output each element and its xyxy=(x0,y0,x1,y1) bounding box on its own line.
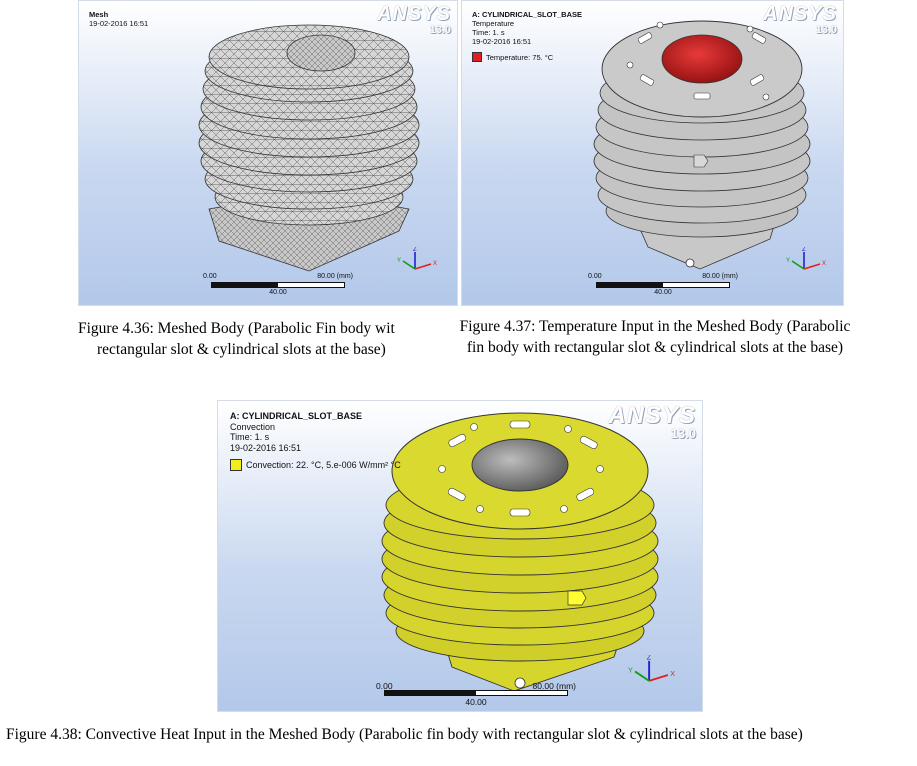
svg-text:Z: Z xyxy=(413,247,417,253)
scale-bar: 0.00 80.00 (mm) 40.00 xyxy=(588,273,738,296)
temperature-viewport: A: CYLINDRICAL_SLOT_BASE Temperature Tim… xyxy=(461,0,844,306)
viewport-title: A: CYLINDRICAL_SLOT_BASE xyxy=(230,411,363,421)
svg-text:X: X xyxy=(670,671,675,678)
ansys-logo: ANSYS 13.0 xyxy=(763,3,837,36)
scale-bar: 0.00 80.00 (mm) 40.00 xyxy=(376,681,576,707)
viewport-time: Time: 1. s xyxy=(472,28,505,37)
fin-stack xyxy=(593,20,811,238)
scale-bar: 0.00 80.00 (mm) 40.00 xyxy=(203,273,353,296)
viewport-date: 19-02-2016 16:51 xyxy=(89,19,149,28)
legend-item: Convection: 22. °C, 5.e-006 W/mm² °C xyxy=(230,459,401,471)
fin-stack xyxy=(198,24,420,226)
svg-text:Y: Y xyxy=(628,668,633,675)
ansys-logo: ANSYS 13.0 xyxy=(377,3,451,36)
viewport-header: Mesh 19-02-2016 16:51 xyxy=(89,10,148,28)
fin-body-temperature xyxy=(593,20,811,270)
viewport-type: Temperature xyxy=(472,19,515,28)
legend-label: Convection: 22. °C, 5.e-006 W/mm² °C xyxy=(246,459,401,470)
viewport-date: 19-02-2016 16:51 xyxy=(472,37,532,46)
svg-text:Y: Y xyxy=(397,258,401,264)
viewport-time: Time: 1. s xyxy=(230,432,270,442)
convection-viewport: A: CYLINDRICAL_SLOT_BASE Convection Time… xyxy=(217,400,703,712)
svg-text:Z: Z xyxy=(647,655,652,662)
figure-caption: Figure 4.36: Meshed Body (Parabolic Fin … xyxy=(78,320,395,358)
svg-text:Z: Z xyxy=(802,247,806,253)
figure-caption: Figure 4.38: Convective Heat Input in th… xyxy=(6,726,803,743)
axis-triad: Z X Y xyxy=(628,655,675,682)
legend-item: Temperature: 75. °C xyxy=(472,52,582,62)
viewport-header: A: CYLINDRICAL_SLOT_BASE Temperature Tim… xyxy=(472,10,582,62)
viewport-header: A: CYLINDRICAL_SLOT_BASE Convection Time… xyxy=(230,411,401,471)
axis-triad: Z X Y xyxy=(786,247,826,270)
fin-body-convection xyxy=(381,412,659,692)
axis-triad: Z X Y xyxy=(397,247,437,270)
figure-caption: Figure 4.37: Temperature Input in the Me… xyxy=(459,318,851,356)
svg-text:X: X xyxy=(433,261,437,267)
svg-text:Y: Y xyxy=(786,258,790,264)
temperature-swatch xyxy=(472,52,482,62)
meshed-fin-body xyxy=(198,24,420,272)
svg-text:X: X xyxy=(822,261,826,267)
viewport-title: A: CYLINDRICAL_SLOT_BASE xyxy=(472,10,583,19)
viewport-title: Mesh xyxy=(89,10,109,19)
viewport-type: Convection xyxy=(230,421,276,432)
legend-label: Temperature: 75. °C xyxy=(486,52,554,62)
ansys-logo: ANSYS 13.0 xyxy=(608,402,696,441)
viewport-date: 19-02-2016 16:51 xyxy=(230,442,302,453)
convection-swatch xyxy=(230,459,242,471)
mesh-viewport: Mesh 19-02-2016 16:51 ANSYS 13.0 xyxy=(78,0,458,306)
